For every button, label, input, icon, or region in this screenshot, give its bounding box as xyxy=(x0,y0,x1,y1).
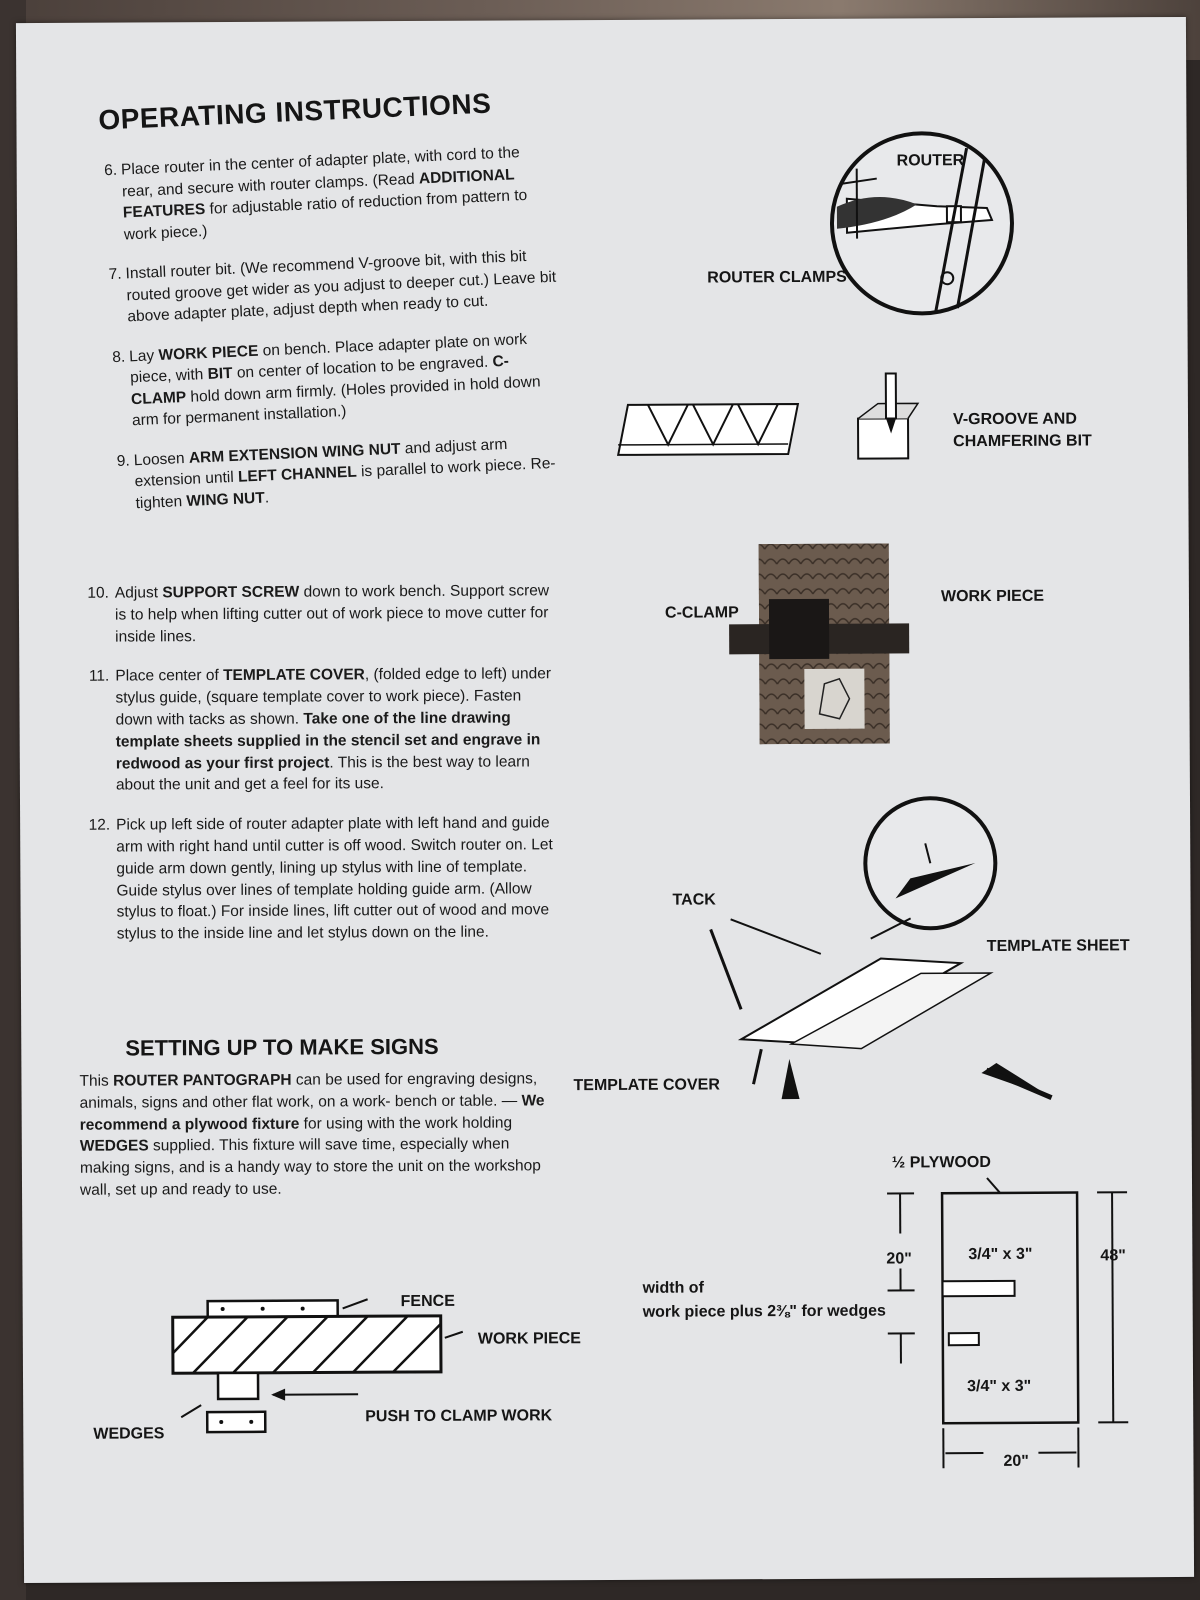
label-dim-34x3-top: 3/4" x 3" xyxy=(968,1245,1033,1264)
step-11: 11.Place center of TEMPLATE COVER, (fold… xyxy=(79,664,560,797)
step-8: 8.Lay WORK PIECE on bench. Place adapter… xyxy=(103,327,566,433)
label-work-piece-fixture: WORK PIECE xyxy=(477,1330,581,1348)
router-clamps-illustration xyxy=(829,131,1014,316)
label-tack: TACK xyxy=(672,891,716,909)
step-4-text-1: SUPPORT SCREW xyxy=(162,583,300,602)
manual-page: OPERATING INSTRUCTIONS 6.Place router in… xyxy=(15,16,1195,1584)
label-template-cover: TEMPLATE COVER xyxy=(573,1076,720,1095)
template-illustration xyxy=(709,796,1053,1100)
label-dim-20-horizontal: 20" xyxy=(1003,1452,1029,1470)
label-dim-20-vertical: 20" xyxy=(886,1250,912,1268)
step-10: 10.Adjust SUPPORT SCREW down to work ben… xyxy=(79,580,559,648)
section-text-6: supplied. This fixture will save time, e… xyxy=(79,1135,541,1199)
label-wedges: WEDGES xyxy=(93,1425,165,1443)
label-width-desc: work piece plus 2⅜" for wedges xyxy=(642,1302,886,1321)
step-3-text-3: LEFT CHANNEL xyxy=(237,463,358,486)
step-2-text-3: BIT xyxy=(207,364,233,383)
step-number: 9. xyxy=(116,451,131,470)
section-text-4: for using with the work holding xyxy=(299,1114,513,1133)
label-plywood: ½ PLYWOOD xyxy=(891,1153,991,1172)
step-3-text-0: Loosen xyxy=(133,449,190,469)
step-3-text-5: WING NUT xyxy=(186,489,266,510)
step-9: 9.Loosen ARM EXTENSION WING NUT and adju… xyxy=(107,431,569,516)
page-title: OPERATING INSTRUCTIONS xyxy=(97,87,492,136)
step-1-text-0: Install router bit. (We recommend V-groo… xyxy=(125,247,557,326)
label-fence: FENCE xyxy=(400,1292,455,1311)
step-4-text-0: Adjust xyxy=(114,584,163,602)
label-dim-34x3-bottom: 3/4" x 3" xyxy=(967,1377,1032,1396)
section-text-1: ROUTER PANTOGRAPH xyxy=(113,1071,292,1090)
step-5-text-0: Place center of xyxy=(115,667,224,685)
step-number: 10. xyxy=(87,584,109,602)
step-2-text-1: WORK PIECE xyxy=(158,342,259,364)
step-7: 7.Install router bit. (We recommend V-gr… xyxy=(99,244,561,329)
label-router: ROUTER xyxy=(896,152,965,170)
step-number: 8. xyxy=(111,348,126,366)
label-push-to-clamp: PUSH TO CLAMP WORK xyxy=(365,1407,553,1426)
label-c-clamp: C-CLAMP xyxy=(664,604,739,622)
c-clamp-photo xyxy=(729,543,910,745)
section-text-5: WEDGES xyxy=(79,1137,149,1156)
step-number: 11. xyxy=(88,667,110,686)
vgroove-illustration xyxy=(616,372,920,460)
step-3-text-6: . xyxy=(264,488,270,507)
step-2-text-0: Lay xyxy=(128,346,159,365)
step-number: 12. xyxy=(88,816,111,834)
label-vgroove-1: V-GROOVE AND xyxy=(952,410,1077,429)
fixture-diagram xyxy=(171,1298,464,1434)
label-work-piece-photo: WORK PIECE xyxy=(940,587,1045,606)
label-router-clamps: ROUTER CLAMPS xyxy=(707,268,847,287)
step-12: 12. Pick up left side of router adapter p… xyxy=(80,812,561,945)
step-6: 6.Place router in the center of adapter … xyxy=(95,141,558,247)
steps-bottom: 10.Adjust SUPPORT SCREW down to work ben… xyxy=(79,580,561,963)
label-width-of: width of xyxy=(642,1279,704,1297)
step-number: 6. xyxy=(103,161,118,180)
step-5-text-1: TEMPLATE COVER xyxy=(223,666,365,685)
section-paragraph: This ROUTER PANTOGRAPH can be used for e… xyxy=(79,1068,562,1201)
label-dim-48: 48" xyxy=(1100,1247,1126,1265)
label-template-sheet: TEMPLATE SHEET xyxy=(986,937,1130,956)
section-title: SETTING UP TO MAKE SIGNS xyxy=(125,1033,439,1061)
plywood-diagram xyxy=(887,1177,1129,1469)
section-text-0: This xyxy=(79,1072,114,1090)
step-number: 7. xyxy=(108,265,122,284)
steps-top: 6.Place router in the center of adapter … xyxy=(95,141,571,534)
label-vgroove-2: CHAMFERING BIT xyxy=(953,432,1092,451)
step-6-text-0: Pick up left side of router adapter plat… xyxy=(116,814,553,943)
